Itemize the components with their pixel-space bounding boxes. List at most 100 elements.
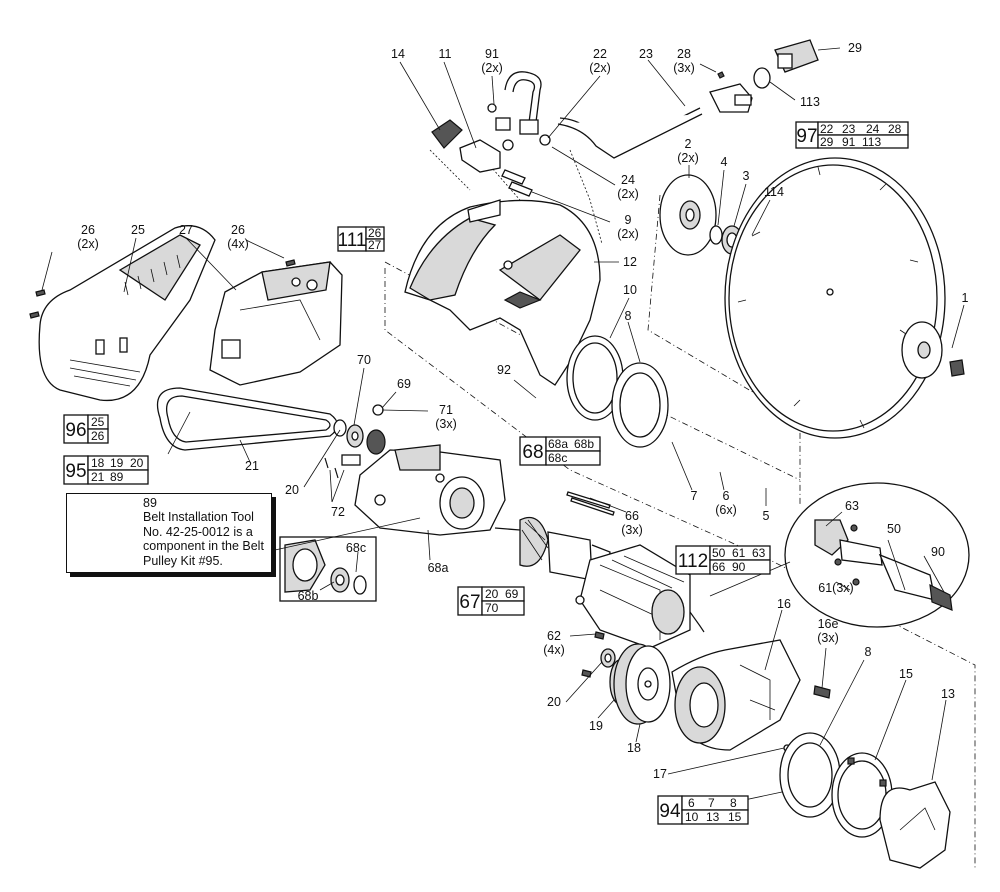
callout-14: 14 — [391, 47, 405, 61]
kit-96-part: 26 — [91, 429, 105, 443]
handle-parts-14-11 — [431, 119, 501, 173]
inset-switch-assembly — [784, 482, 970, 628]
washer-8-top — [611, 362, 669, 448]
callout-19: 19 — [589, 719, 603, 733]
kit-112-part: 50 — [712, 546, 726, 560]
callout-25: 25 — [131, 223, 145, 237]
callout-26-left-qty: (2x) — [77, 237, 99, 251]
kit-112-part: 90 — [732, 560, 746, 574]
belt-note-number: 89 — [143, 496, 157, 510]
kit-111: 111 26 27 — [337, 226, 385, 252]
kit-95-part: 18 — [91, 456, 105, 470]
callout-113: 113 — [800, 95, 820, 109]
kit-95: 95 18 19 20 21 89 — [63, 455, 149, 485]
callout-2: 2 — [685, 137, 692, 151]
callout-91-qty: (2x) — [481, 61, 503, 75]
callout-16e-qty: (3x) — [817, 631, 839, 645]
seal-10 — [566, 335, 624, 421]
callout-27: 27 — [179, 223, 193, 237]
callout-1: 1 — [962, 291, 969, 305]
pins-24-9 — [501, 169, 533, 197]
callout-4: 4 — [721, 155, 728, 169]
callout-6: 6 — [723, 489, 730, 503]
kit-68-part: 68a — [548, 437, 568, 451]
screws-62 — [581, 631, 605, 678]
callout-23: 23 — [639, 47, 653, 61]
kit-96-number: 96 — [65, 420, 86, 441]
washer-20 — [600, 648, 616, 668]
kit-94: 94 6 7 8 10 13 15 — [657, 795, 749, 825]
callout-66-qty: (3x) — [621, 523, 643, 537]
inset-68b-68c — [279, 536, 377, 602]
kit-68: 68 68a 68b 68c — [519, 436, 601, 466]
kit-112-part: 66 — [712, 560, 726, 574]
kit-94-part: 15 — [728, 810, 742, 824]
belt-installation-note: 89 Belt Installation Tool No. 42-25-0012… — [66, 493, 272, 573]
callout-5: 5 — [763, 509, 770, 523]
callout-66: 66 — [625, 509, 639, 523]
callout-71-qty: (3x) — [435, 417, 457, 431]
kit-96-part: 25 — [91, 415, 105, 429]
kit-95-part: 19 — [110, 456, 124, 470]
kit-97-part: 91 — [842, 135, 856, 149]
gear-housing-68 — [354, 444, 506, 536]
washer-8-bottom — [779, 732, 841, 818]
kit-68-part: 68b — [574, 437, 594, 451]
kit-97-number: 97 — [796, 126, 817, 147]
kit-94-part: 6 — [688, 796, 695, 810]
callout-2-qty: (2x) — [677, 151, 699, 165]
kit-111-number: 111 — [338, 230, 367, 251]
cutting-blade — [724, 157, 946, 439]
kit-96: 96 25 26 — [63, 414, 109, 444]
callout-13: 13 — [941, 687, 955, 701]
kit-67-part: 20 — [485, 587, 499, 601]
callout-50: 50 — [887, 522, 901, 536]
leader-lines — [41, 47, 965, 807]
kit-67-part: 70 — [485, 601, 499, 615]
kit-95-part: 21 — [91, 470, 105, 484]
callout-61: 61(3x) — [818, 581, 853, 595]
kit-68-number: 68 — [522, 442, 543, 463]
callout-70: 70 — [357, 353, 371, 367]
belt-21 — [156, 387, 339, 451]
motor-stator-112 — [575, 544, 705, 649]
kit-94-part: 7 — [708, 796, 715, 810]
kit-94-part: 8 — [730, 796, 737, 810]
kit-95-number: 95 — [65, 461, 86, 482]
flange-2 — [659, 174, 717, 256]
kit-97-part: 28 — [888, 122, 902, 136]
callout-17: 17 — [653, 767, 667, 781]
callout-22: 22 — [593, 47, 607, 61]
kit-95-part: 20 — [130, 456, 144, 470]
kit-97-part: 113 — [862, 135, 881, 149]
callout-7: 7 — [691, 489, 698, 503]
callout-24-qty: (2x) — [617, 187, 639, 201]
kit-94-part: 10 — [685, 810, 699, 824]
kit-97: 97 22 23 24 28 29 91 113 — [795, 121, 909, 149]
screws-26 — [29, 259, 296, 319]
callout-68b: 68b — [298, 589, 319, 603]
kit-94-part: 13 — [706, 810, 720, 824]
cover-16 — [671, 639, 831, 752]
kit-97-part: 22 — [820, 122, 834, 136]
callout-11: 11 — [439, 47, 452, 61]
kit-112-part: 63 — [752, 546, 766, 560]
callout-16e: 16e — [818, 617, 839, 631]
small-parts-69-70-20-72 — [324, 404, 386, 479]
callout-91: 91 — [485, 47, 499, 61]
kit-94-number: 94 — [659, 801, 681, 822]
callout-9: 9 — [625, 213, 632, 227]
callout-92: 92 — [497, 363, 511, 377]
callout-15: 15 — [899, 667, 913, 681]
kit-95-part: 89 — [110, 470, 124, 484]
callout-18: 18 — [627, 741, 641, 755]
callout-10: 10 — [623, 283, 637, 297]
callout-114: 114 — [764, 185, 784, 199]
callout-68a: 68a — [428, 561, 449, 575]
kit-112-part: 61 — [732, 546, 746, 560]
kit-97-part: 23 — [842, 122, 856, 136]
callout-62: 62 — [547, 629, 561, 643]
water-kit-hose — [487, 39, 819, 159]
callout-72: 72 — [331, 505, 345, 519]
callout-26-left: 26 — [81, 223, 95, 237]
